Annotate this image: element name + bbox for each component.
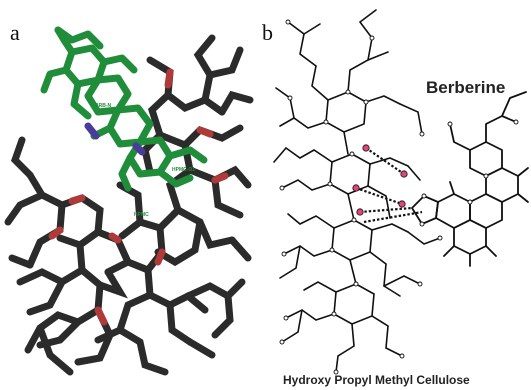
hpmc-stick-structure (4, 34, 254, 376)
ballstick-atoms (279, 19, 519, 375)
panel-a-stick-model (4, 26, 254, 376)
hydrogen-bonds (355, 147, 423, 224)
berberine-molecule (411, 91, 529, 267)
panel-b-ball-stick-model (273, 9, 529, 375)
panel-a-letter: a (10, 20, 20, 45)
berberine-stick-structure (40, 26, 208, 192)
atom-label-3: HPMC (134, 212, 149, 218)
berberine-nitrogen-atoms (84, 122, 146, 156)
hpmc-label: Hydroxy Propyl Methyl Cellulose (283, 373, 470, 387)
atom-label-2: HPMC-O1 (172, 167, 196, 173)
hpmc-oxygen-accents (48, 68, 229, 326)
atom-label-1: BRB-N (95, 103, 112, 109)
panel-b-letter: b (262, 20, 273, 45)
interaction-atoms (352, 144, 408, 216)
berberine-label: Berberine (426, 78, 506, 97)
